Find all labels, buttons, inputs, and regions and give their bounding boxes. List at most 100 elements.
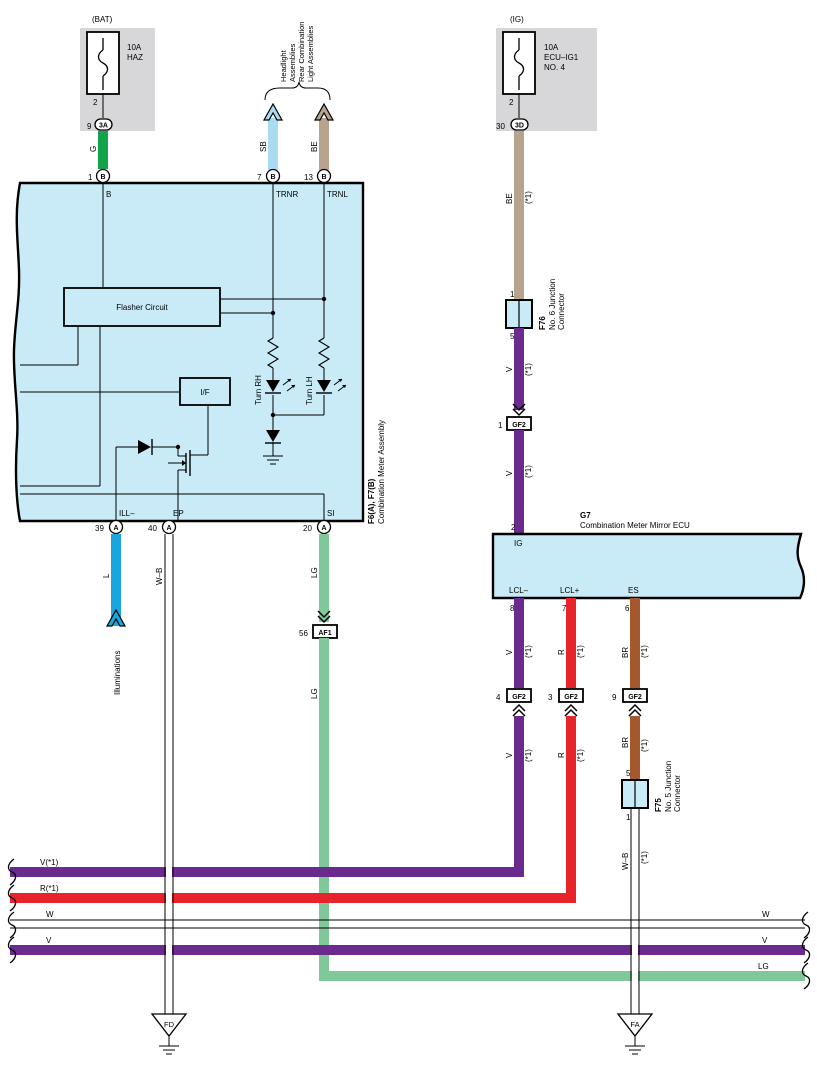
svg-text:ES: ES <box>628 586 639 595</box>
break-icon <box>801 962 811 990</box>
break-icon <box>801 936 811 964</box>
svg-text:3: 3 <box>548 693 553 702</box>
connector-af1: 56 AF1 <box>299 624 338 639</box>
wire-v-f76-label: V <box>505 366 514 372</box>
connector-3d <box>510 118 529 131</box>
fuse-haz-name: HAZ <box>127 53 143 62</box>
wire-be-ig-note: (*1) <box>524 191 533 204</box>
svg-text:B: B <box>321 174 326 181</box>
ground-triangle-icon <box>150 1013 188 1038</box>
svg-text:Connector: Connector <box>673 775 682 812</box>
svg-text:40: 40 <box>148 524 157 533</box>
svg-text:3D: 3D <box>515 123 524 130</box>
wb-overlay <box>164 860 174 1014</box>
arrow-up-icon <box>313 102 335 121</box>
wire-wb-fd-label: W–B <box>155 568 164 585</box>
junction-dot <box>270 412 276 418</box>
wb-gap <box>632 971 638 981</box>
wb-gap <box>166 945 172 955</box>
wire-br-down <box>630 716 640 780</box>
wire-v-to-ecu-note: (*1) <box>524 465 533 478</box>
wire-v-lcl-minus-note: (*1) <box>524 645 533 658</box>
svg-text:LCL–: LCL– <box>509 586 529 595</box>
svg-text:W: W <box>46 910 54 919</box>
wire-br-es-note: (*1) <box>640 645 649 658</box>
wire-l-label: L <box>102 573 111 578</box>
diode-icon <box>265 430 281 444</box>
svg-text:B: B <box>106 190 111 199</box>
svg-text:2: 2 <box>509 98 514 107</box>
wire-wb-fa-label: W–B <box>621 853 630 870</box>
svg-text:5: 5 <box>626 769 631 778</box>
meter-top-pin-1: 1 B B <box>88 168 111 199</box>
fuse-icon <box>97 38 109 90</box>
svg-text:GF2: GF2 <box>628 694 642 701</box>
led-turn-rh-icon <box>265 378 296 394</box>
bus-lg: LG <box>319 962 811 990</box>
mirror-ecu-name: Combination Meter Mirror ECU <box>580 521 690 530</box>
arrow-up-icon <box>105 608 127 627</box>
svg-text:LCL+: LCL+ <box>560 586 580 595</box>
svg-text:1: 1 <box>498 421 503 430</box>
svg-text:LG: LG <box>758 962 769 971</box>
svg-text:SI: SI <box>327 509 335 518</box>
break-icon <box>7 911 17 939</box>
led-turn-lh-icon <box>316 378 347 394</box>
fuse-ecu-ig1-name-2: NO. 4 <box>544 63 565 72</box>
junction-f76: 1 5 F76 No. 6 Junction Connector <box>505 279 566 341</box>
svg-text:1: 1 <box>510 290 515 299</box>
connector-3a <box>94 118 113 131</box>
ground-fd: FD <box>150 1013 188 1055</box>
wire-be-ig <box>514 131 524 300</box>
wire-g <box>98 131 108 169</box>
svg-text:TRNR: TRNR <box>276 190 298 199</box>
svg-text:39: 39 <box>95 524 104 533</box>
wire-sb-label: SB <box>259 141 268 152</box>
diode-icon <box>138 439 153 455</box>
meter-bottom-pin-39: ILL– 39 A <box>95 509 135 535</box>
connector-gf2-br: 9 GF2 <box>612 688 648 703</box>
junction-dot <box>175 444 181 450</box>
fuse-haz-rating: 10A <box>127 43 142 52</box>
wire-r-down-label: R <box>557 752 566 758</box>
fuse-haz-source: (BAT) <box>92 15 113 24</box>
ground-fd-label: FD <box>164 1020 175 1029</box>
svg-text:F76: F76 <box>538 316 547 330</box>
fuse-ecu-ig1-source: (IG) <box>510 15 524 24</box>
wire-v-lcl-minus <box>514 598 524 688</box>
wire-br-es <box>630 598 640 688</box>
fuse-ecu-ig1: (IG) 10A ECU–IG1 NO. 4 2 30 3D <box>496 15 597 131</box>
svg-text:AF1: AF1 <box>318 630 331 637</box>
svg-text:R(*1): R(*1) <box>40 884 59 893</box>
led-turn-rh-label: Turn RH <box>254 375 263 405</box>
svg-text:56: 56 <box>299 629 308 638</box>
ground-icon <box>159 1045 179 1055</box>
svg-text:A: A <box>166 525 171 532</box>
wire-v-down-note: (*1) <box>524 749 533 762</box>
svg-text:GF2: GF2 <box>512 694 526 701</box>
break-icon <box>7 884 17 912</box>
ground-fa-label: FA <box>630 1020 639 1029</box>
svg-text:V: V <box>46 936 52 945</box>
ground-triangle-icon <box>616 1013 654 1038</box>
wire-v-to-ecu <box>514 430 524 534</box>
fuse-haz-pin-side: 9 <box>87 122 92 131</box>
svg-text:30: 30 <box>496 122 505 131</box>
junction-dot <box>321 296 327 302</box>
connector-3a-label: 3A <box>99 123 108 130</box>
break-icon <box>7 858 17 886</box>
svg-text:No. 6 Junction: No. 6 Junction <box>548 279 557 330</box>
wire-r-lcl-plus <box>566 598 576 688</box>
meter-panel <box>12 181 365 523</box>
wb-gap <box>632 945 638 955</box>
wire-v-lcl-minus-label: V <box>505 649 514 655</box>
chevron-up-icon <box>512 703 642 717</box>
wire-br-down-label: BR <box>621 737 630 748</box>
ecu-pin-8: 8 <box>510 604 515 613</box>
svg-text:1: 1 <box>626 813 631 822</box>
headlight-label-2: Assemblies <box>288 43 297 82</box>
wire-br-down-note: (*1) <box>640 739 649 752</box>
svg-text:IG: IG <box>514 539 522 548</box>
wire-g-label: G <box>89 146 98 152</box>
wire-v-down-label: V <box>505 752 514 758</box>
